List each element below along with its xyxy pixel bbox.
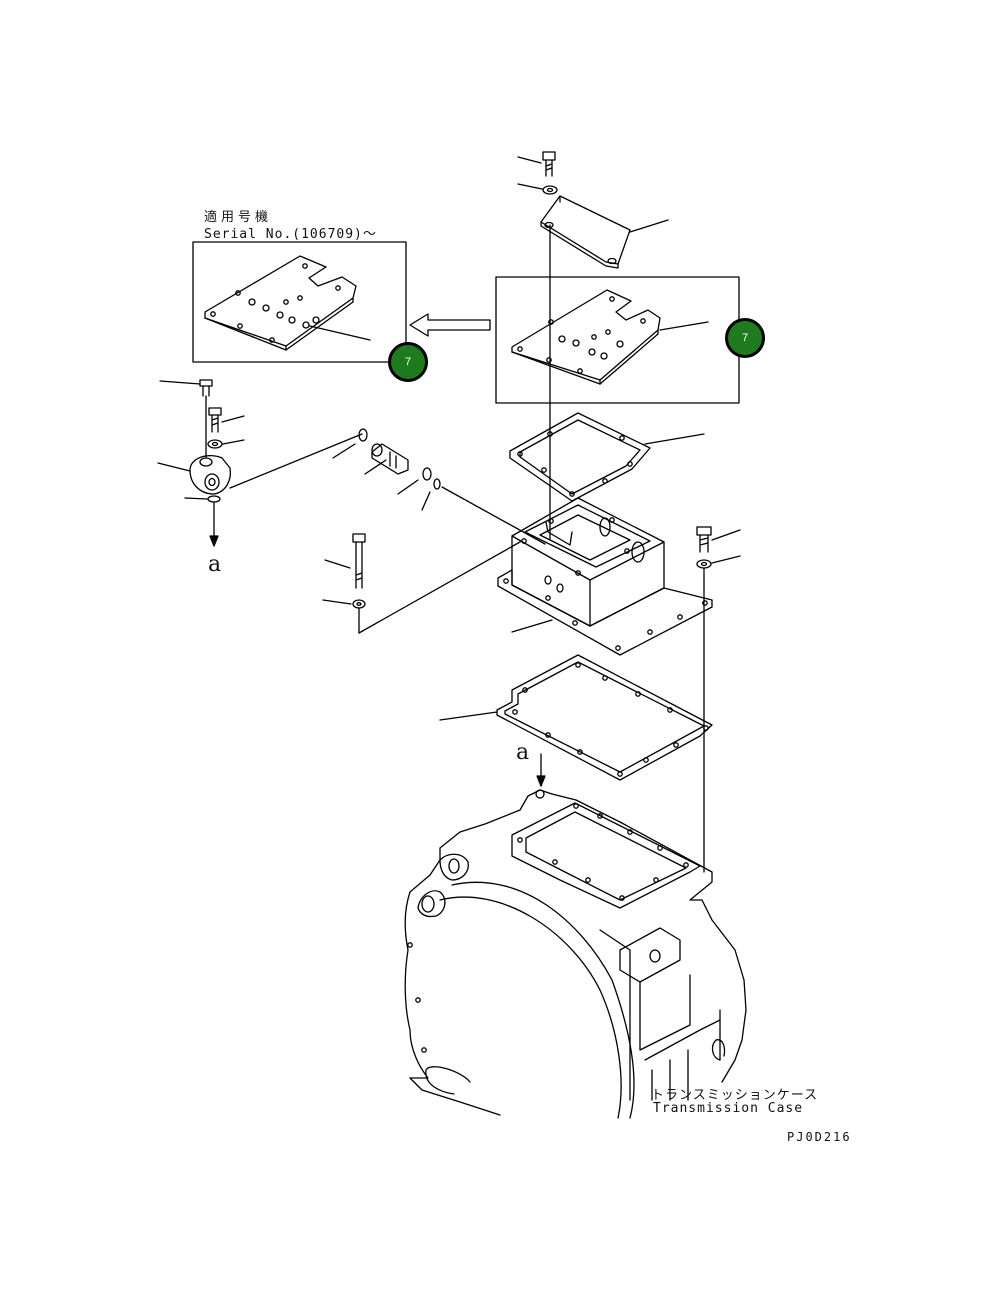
right-bolt bbox=[696, 526, 712, 553]
callout-7-serial[interactable]: 7 bbox=[388, 342, 428, 382]
callout-7-current[interactable]: 7 bbox=[725, 318, 765, 358]
long-bolt bbox=[352, 533, 366, 589]
cover-plate bbox=[511, 289, 661, 385]
bracket-washer bbox=[542, 185, 558, 195]
leader-line bbox=[322, 599, 352, 605]
leader-line bbox=[309, 325, 371, 341]
drawing-code: PJ0D216 bbox=[787, 1130, 852, 1144]
leader-line bbox=[517, 156, 542, 164]
arrow-a-label-bottom: a bbox=[208, 552, 222, 577]
right-washer bbox=[696, 559, 712, 569]
small-bolt-2 bbox=[208, 407, 222, 433]
leader-line bbox=[659, 321, 709, 331]
cover-plate-box bbox=[495, 276, 740, 404]
serial-label-en: Serial No.(106709)～ bbox=[204, 227, 377, 242]
leader-line bbox=[439, 711, 498, 721]
o-ring-2 bbox=[422, 467, 432, 481]
small-bolt-top bbox=[199, 379, 213, 397]
leader-line bbox=[159, 380, 201, 385]
case-label-jp: トランスミッションケース bbox=[651, 1088, 819, 1103]
leader-line bbox=[221, 415, 245, 423]
transmission-case bbox=[404, 789, 747, 1119]
leader-line bbox=[629, 219, 669, 233]
bracket-bolt bbox=[542, 151, 556, 177]
leader-line bbox=[184, 497, 208, 500]
assembly-line bbox=[358, 541, 521, 634]
leader-line bbox=[711, 555, 741, 564]
leader-line bbox=[517, 183, 543, 190]
case-label-en: Transmission Case bbox=[653, 1101, 804, 1116]
upper-gasket bbox=[509, 412, 651, 502]
serial-cover-plate bbox=[204, 255, 357, 351]
o-ring-3 bbox=[433, 478, 441, 490]
leader-line bbox=[364, 459, 387, 475]
small-o-ring bbox=[358, 428, 368, 442]
hollow-arrow bbox=[409, 313, 491, 337]
o-ring bbox=[207, 495, 221, 503]
bracket-plate bbox=[540, 195, 631, 269]
housing-flange bbox=[497, 569, 713, 656]
small-washer bbox=[207, 439, 223, 449]
leader-line bbox=[711, 529, 741, 541]
serial-cover-box bbox=[192, 241, 407, 363]
elbow-fitting bbox=[189, 455, 232, 495]
assembly-line bbox=[441, 486, 546, 545]
spool bbox=[371, 443, 409, 475]
long-bolt-washer bbox=[352, 599, 366, 609]
leader-line bbox=[157, 462, 191, 472]
leader-line bbox=[324, 559, 351, 569]
lower-gasket bbox=[496, 654, 713, 781]
leader-line bbox=[332, 443, 356, 459]
leader-line bbox=[421, 491, 431, 511]
leader-line bbox=[222, 439, 245, 445]
serial-label-jp: 適用号機 bbox=[204, 210, 273, 225]
assembly-line bbox=[229, 433, 363, 489]
leader-line bbox=[397, 479, 419, 495]
leader-line bbox=[511, 619, 553, 633]
arrow-a-label-top: a bbox=[516, 740, 530, 765]
leader-line bbox=[644, 433, 705, 445]
